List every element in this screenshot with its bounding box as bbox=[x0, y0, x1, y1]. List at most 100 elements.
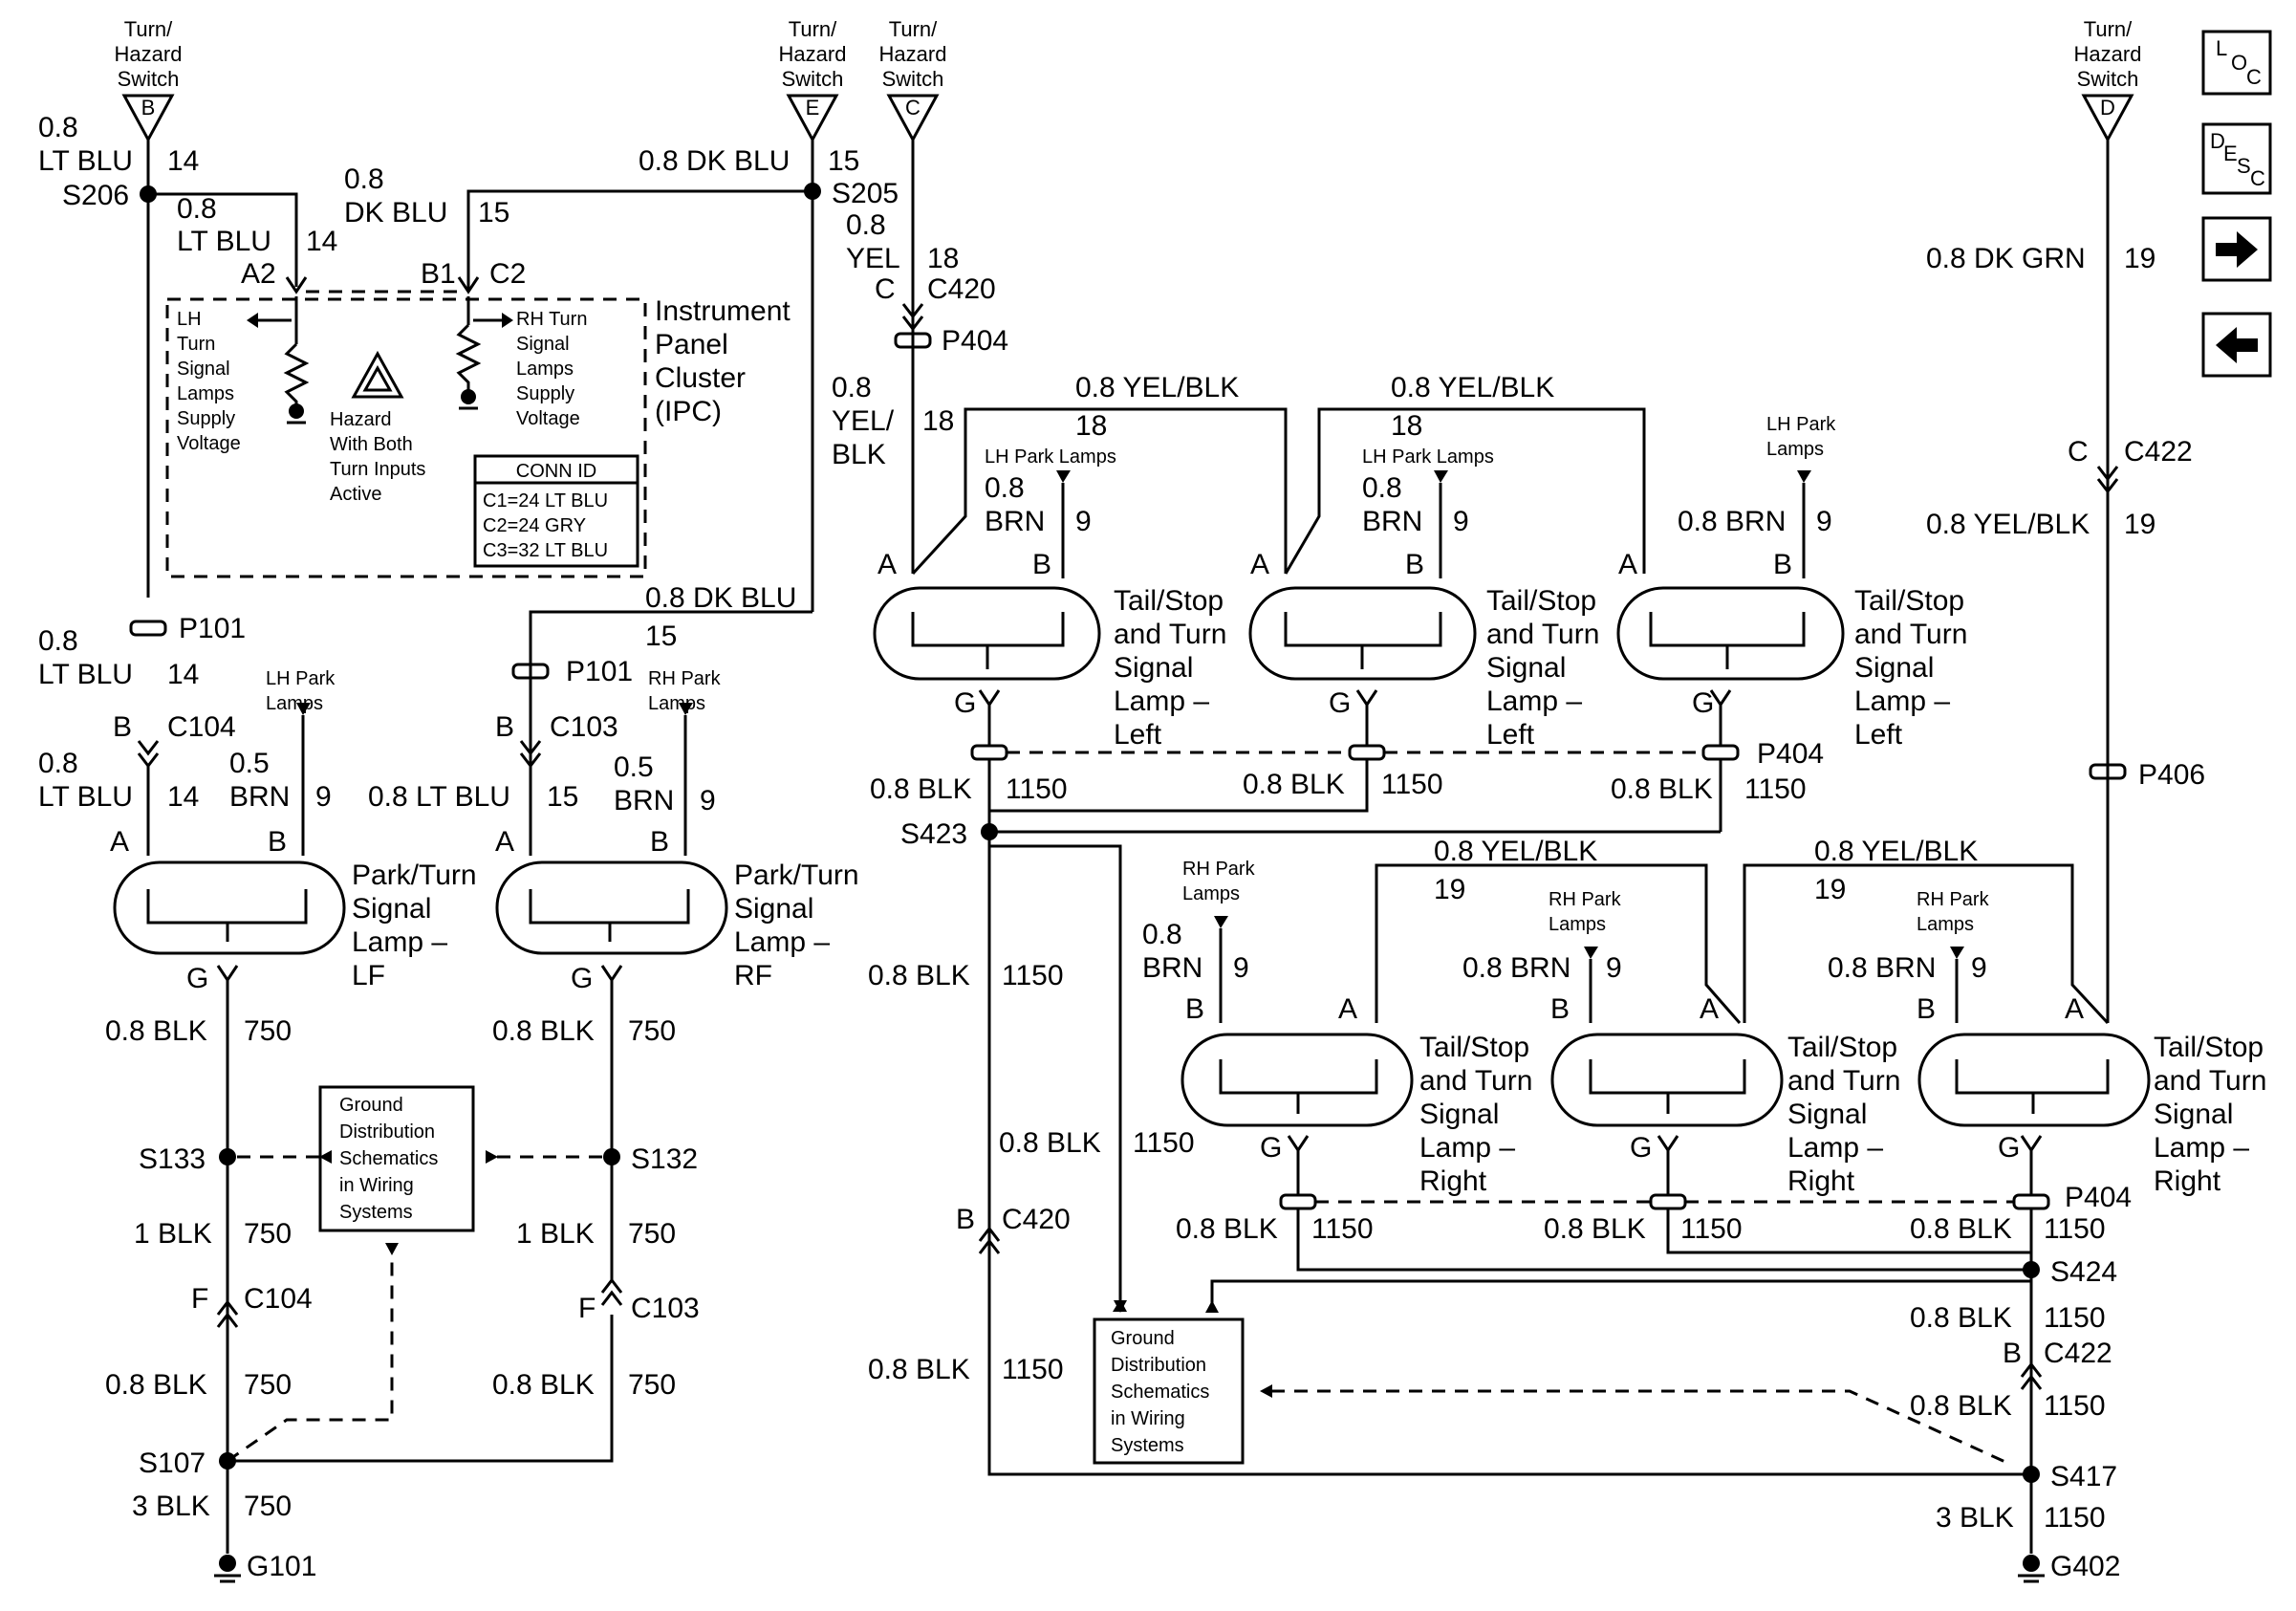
svg-text:Signal: Signal bbox=[1114, 652, 1193, 684]
svg-text:Tail/Stop: Tail/Stop bbox=[1854, 585, 1964, 617]
svg-text:B: B bbox=[1550, 993, 1570, 1025]
svg-text:14: 14 bbox=[167, 145, 199, 177]
svg-text:Supply: Supply bbox=[177, 408, 235, 429]
svg-text:P406: P406 bbox=[2138, 759, 2205, 791]
svg-text:B: B bbox=[141, 96, 156, 120]
svg-text:B: B bbox=[268, 826, 287, 858]
svg-text:Lamps: Lamps bbox=[1917, 914, 1974, 935]
svg-text:F: F bbox=[191, 1283, 208, 1315]
svg-text:19: 19 bbox=[1434, 874, 1465, 905]
lamp-tail-left-2: A B LH Park Lamps 0.8 BRN 9 Tail/Stop an… bbox=[1248, 446, 1599, 761]
svg-text:LH: LH bbox=[177, 309, 202, 330]
svg-text:0.8 BLK: 0.8 BLK bbox=[1910, 1213, 2012, 1245]
svg-text:C: C bbox=[875, 273, 896, 305]
svg-text:RH Park: RH Park bbox=[1182, 859, 1256, 880]
svg-text:Turn/: Turn/ bbox=[2084, 17, 2133, 41]
svg-text:0.8 BLK: 0.8 BLK bbox=[1243, 769, 1345, 800]
svg-text:Left: Left bbox=[1486, 719, 1535, 751]
svg-text:Active: Active bbox=[330, 484, 381, 505]
svg-text:S107: S107 bbox=[139, 1448, 206, 1479]
next-page-button[interactable] bbox=[2201, 216, 2272, 282]
svg-text:C104: C104 bbox=[244, 1283, 313, 1315]
svg-text:G: G bbox=[1260, 1132, 1282, 1164]
svg-text:750: 750 bbox=[628, 1369, 676, 1401]
svg-text:Tail/Stop: Tail/Stop bbox=[1486, 585, 1596, 617]
svg-text:Systems: Systems bbox=[339, 1202, 413, 1223]
svg-text:1150: 1150 bbox=[2044, 1213, 2106, 1245]
svg-text:LH Park Lamps: LH Park Lamps bbox=[1362, 446, 1494, 468]
svg-text:Right: Right bbox=[1419, 1165, 1487, 1197]
svg-text:B1: B1 bbox=[421, 258, 456, 290]
svg-text:Ground: Ground bbox=[1111, 1328, 1175, 1349]
svg-text:0.8 BLK: 0.8 BLK bbox=[1176, 1213, 1278, 1245]
svg-text:Schematics: Schematics bbox=[339, 1148, 438, 1169]
desc-button[interactable]: D E S C bbox=[2201, 122, 2272, 195]
svg-text:Panel: Panel bbox=[655, 329, 728, 360]
svg-text:S424: S424 bbox=[2050, 1256, 2117, 1288]
svg-text:0.8: 0.8 bbox=[38, 112, 78, 143]
svg-text:1150: 1150 bbox=[2044, 1390, 2106, 1422]
svg-text:P404: P404 bbox=[1757, 738, 1824, 770]
svg-text:0.8 BLK: 0.8 BLK bbox=[868, 960, 970, 991]
svg-text:P101: P101 bbox=[566, 656, 633, 687]
svg-text:D: D bbox=[2210, 129, 2225, 153]
svg-text:Left: Left bbox=[1854, 719, 1903, 751]
svg-text:19: 19 bbox=[2124, 509, 2155, 540]
svg-text:1 BLK: 1 BLK bbox=[134, 1218, 212, 1250]
svg-text:1150: 1150 bbox=[1381, 769, 1443, 800]
loc-button[interactable]: L O C bbox=[2201, 30, 2272, 96]
svg-text:G: G bbox=[954, 687, 976, 719]
svg-text:C2=24 GRY: C2=24 GRY bbox=[483, 515, 586, 536]
svg-text:0.8 YEL/BLK: 0.8 YEL/BLK bbox=[1075, 372, 1239, 403]
svg-text:0.8 YEL/BLK: 0.8 YEL/BLK bbox=[1391, 372, 1554, 403]
splice-s132 bbox=[603, 1148, 620, 1165]
ground-distribution-ref-right: Ground Distribution Schematics in Wiring… bbox=[1093, 1317, 1245, 1465]
svg-text:RF: RF bbox=[734, 960, 772, 991]
svg-text:S205: S205 bbox=[832, 178, 899, 209]
svg-text:Voltage: Voltage bbox=[177, 433, 241, 454]
svg-text:0.8 DK BLU: 0.8 DK BLU bbox=[645, 582, 796, 614]
svg-text:Signal: Signal bbox=[2154, 1099, 2233, 1130]
svg-text:Lamp –: Lamp – bbox=[1419, 1132, 1515, 1164]
svg-text:18: 18 bbox=[1075, 410, 1107, 442]
svg-text:0.8: 0.8 bbox=[985, 472, 1025, 504]
svg-text:B: B bbox=[495, 711, 514, 743]
svg-text:Park/Turn: Park/Turn bbox=[352, 860, 477, 891]
svg-text:RH Park: RH Park bbox=[1917, 889, 1990, 910]
svg-text:C104: C104 bbox=[167, 711, 236, 743]
svg-text:0.8: 0.8 bbox=[344, 163, 384, 195]
svg-text:C: C bbox=[905, 96, 921, 120]
svg-text:C: C bbox=[2068, 436, 2089, 468]
svg-text:A2: A2 bbox=[241, 258, 276, 290]
svg-text:3 BLK: 3 BLK bbox=[132, 1491, 210, 1522]
svg-text:Instrument: Instrument bbox=[655, 295, 791, 327]
svg-text:1150: 1150 bbox=[1002, 960, 1064, 991]
svg-text:0.8 DK BLU: 0.8 DK BLU bbox=[639, 145, 790, 177]
svg-text:Ground: Ground bbox=[339, 1095, 403, 1116]
svg-text:750: 750 bbox=[244, 1491, 292, 1522]
svg-text:and Turn: and Turn bbox=[1419, 1065, 1532, 1097]
previous-page-button[interactable] bbox=[2201, 312, 2272, 378]
svg-text:E: E bbox=[2223, 142, 2238, 165]
svg-text:A: A bbox=[1700, 993, 1719, 1025]
svg-text:Supply: Supply bbox=[516, 383, 574, 404]
svg-text:750: 750 bbox=[244, 1015, 292, 1047]
svg-text:C103: C103 bbox=[550, 711, 618, 743]
svg-text:9: 9 bbox=[700, 785, 716, 816]
svg-text:0.8 LT BLU: 0.8 LT BLU bbox=[368, 781, 510, 813]
svg-text:0.8 BRN: 0.8 BRN bbox=[1828, 952, 1936, 984]
svg-text:18: 18 bbox=[927, 243, 959, 274]
splice-s205 bbox=[804, 183, 821, 200]
svg-text:A: A bbox=[1250, 549, 1269, 580]
svg-text:Switch: Switch bbox=[118, 67, 180, 91]
svg-text:B: B bbox=[1185, 993, 1204, 1025]
svg-text:Signal: Signal bbox=[352, 893, 431, 925]
svg-text:Right: Right bbox=[1787, 1165, 1855, 1197]
svg-text:Lamp –: Lamp – bbox=[734, 926, 830, 958]
svg-text:Lamp –: Lamp – bbox=[1854, 686, 1950, 717]
svg-text:0.8 BLK: 0.8 BLK bbox=[492, 1369, 595, 1401]
svg-text:0.8 BLK: 0.8 BLK bbox=[870, 773, 972, 805]
svg-text:A: A bbox=[495, 826, 514, 858]
svg-text:Lamps: Lamps bbox=[516, 359, 574, 380]
arrow-left-icon bbox=[2216, 327, 2258, 363]
